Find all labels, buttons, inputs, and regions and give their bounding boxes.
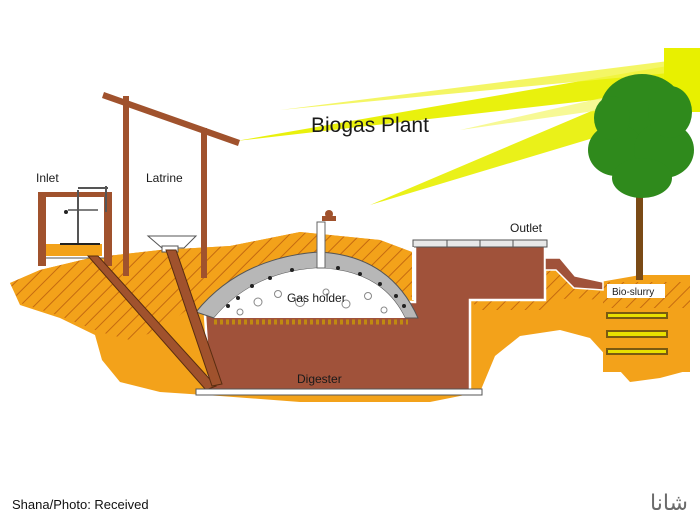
credit-photo: Photo: Received bbox=[53, 497, 149, 512]
label-bio-slurry: Bio-slurry bbox=[612, 287, 654, 298]
gas-valve[interactable] bbox=[316, 210, 336, 269]
label-outlet: Outlet bbox=[510, 221, 543, 235]
label-digester: Digester bbox=[297, 372, 342, 386]
label-inlet: Inlet bbox=[36, 171, 59, 185]
inlet-tank[interactable] bbox=[38, 186, 112, 266]
slurry-channel bbox=[544, 257, 604, 291]
credit-source: Shana bbox=[12, 497, 50, 512]
credit-separator: / bbox=[49, 497, 54, 512]
gas-holder-dome[interactable] bbox=[195, 251, 419, 325]
label-latrine: Latrine bbox=[146, 171, 183, 185]
label-gas-holder: Gas holder bbox=[287, 291, 346, 305]
digester-base bbox=[195, 388, 483, 396]
photo-credit: Shana/Photo: Received bbox=[12, 497, 149, 512]
logo-text: شانا bbox=[650, 491, 688, 516]
inlet-pipes bbox=[86, 249, 223, 391]
shana-logo: شانا bbox=[622, 488, 692, 516]
outlet-chamber[interactable] bbox=[412, 239, 548, 300]
tree bbox=[588, 74, 694, 280]
latrine-structure[interactable] bbox=[102, 92, 240, 278]
diagram-title: Biogas Plant bbox=[311, 114, 429, 137]
